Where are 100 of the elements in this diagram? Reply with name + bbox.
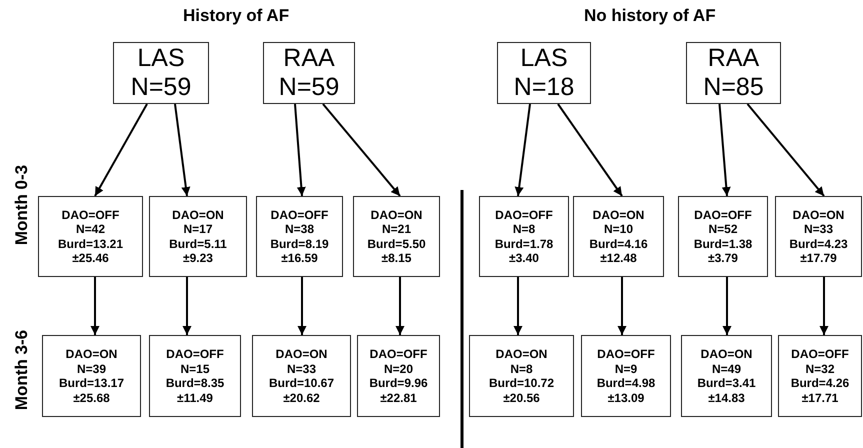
node-text: ±17.71 bbox=[802, 390, 838, 405]
node-text: Burd=10.67 bbox=[268, 376, 334, 390]
node-text: Burd=8.19 bbox=[270, 236, 329, 251]
node-text: DAO=ON bbox=[592, 208, 644, 222]
node-text: N=42 bbox=[76, 222, 106, 236]
node-text: DAO=ON bbox=[370, 208, 422, 222]
subgroup-box bbox=[469, 335, 574, 417]
node-text: DAO=OFF bbox=[270, 208, 328, 222]
arrow bbox=[396, 277, 404, 335]
subgroup-box bbox=[778, 335, 862, 417]
subgroup-box bbox=[353, 196, 440, 277]
node-text: N=59 bbox=[130, 73, 192, 102]
node-text: ±20.62 bbox=[283, 390, 320, 405]
arrow bbox=[722, 277, 732, 335]
node-text: LAS bbox=[520, 44, 568, 73]
arrow bbox=[182, 277, 192, 335]
node-text: DAO=OFF bbox=[597, 347, 655, 362]
node-text: ±20.56 bbox=[503, 390, 540, 405]
node-text: ±8.15 bbox=[382, 251, 412, 266]
node-text: ±17.79 bbox=[800, 251, 837, 266]
subgroup-box bbox=[256, 196, 343, 277]
node-text: Burd=13.21 bbox=[58, 236, 124, 251]
node-text: N=32 bbox=[805, 362, 835, 376]
arrow bbox=[322, 103, 401, 197]
node-text: Burd=4.23 bbox=[789, 236, 848, 251]
node-text: N=17 bbox=[183, 222, 213, 236]
column-heading: History of AF bbox=[183, 6, 290, 26]
node-text: N=85 bbox=[703, 73, 764, 102]
node-text: DAO=ON bbox=[792, 208, 844, 222]
arrow bbox=[618, 277, 626, 335]
node-text: ±14.83 bbox=[708, 390, 745, 405]
group-box bbox=[263, 42, 355, 104]
node-text: Burd=4.98 bbox=[596, 376, 656, 390]
node-text: RAA bbox=[708, 44, 760, 73]
group-box bbox=[113, 42, 209, 104]
node-text: N=9 bbox=[614, 362, 638, 376]
subgroup-box bbox=[38, 196, 143, 277]
node-text: Burd=5.11 bbox=[169, 236, 227, 251]
arrow bbox=[557, 103, 623, 197]
arrow bbox=[514, 277, 522, 335]
arrow bbox=[294, 104, 306, 196]
node-text: RAA bbox=[283, 44, 335, 73]
arrow bbox=[298, 277, 306, 335]
node-text: ±9.23 bbox=[183, 251, 213, 266]
node-text: Burd=5.50 bbox=[367, 236, 426, 251]
node-text: ±16.59 bbox=[281, 251, 318, 266]
node-text: Burd=1.78 bbox=[494, 236, 554, 251]
subgroup-box bbox=[678, 196, 768, 277]
subgroup-box bbox=[149, 196, 247, 277]
node-text: N=8 bbox=[510, 362, 533, 376]
row-label: Month 3-6 bbox=[12, 330, 32, 410]
node-text: DAO=OFF bbox=[166, 347, 224, 362]
node-text: Burd=4.16 bbox=[589, 236, 648, 251]
arrow bbox=[94, 104, 148, 196]
arrow bbox=[174, 104, 190, 196]
node-text: N=33 bbox=[286, 362, 316, 376]
subgroup-box bbox=[42, 335, 141, 417]
group-box bbox=[686, 42, 781, 104]
node-text: ±3.79 bbox=[708, 251, 738, 266]
node-text: N=49 bbox=[712, 362, 742, 376]
node-text: N=38 bbox=[284, 222, 314, 236]
column-heading: No history of AF bbox=[584, 6, 716, 26]
node-text: Burd=1.38 bbox=[694, 236, 752, 251]
subgroup-box bbox=[573, 196, 664, 277]
subgroup-box bbox=[252, 335, 351, 417]
node-text: DAO=ON bbox=[700, 347, 752, 362]
node-text: N=8 bbox=[512, 222, 536, 236]
arrow bbox=[718, 104, 731, 196]
subgroup-box bbox=[681, 335, 772, 417]
node-text: Burd=8.35 bbox=[166, 376, 224, 390]
node-text: ±11.49 bbox=[177, 390, 213, 405]
node-text: ±22.81 bbox=[380, 390, 417, 405]
node-text: Burd=4.26 bbox=[790, 376, 850, 390]
node-text: ±13.09 bbox=[608, 390, 644, 405]
node-text: DAO=OFF bbox=[694, 208, 752, 222]
node-text: N=21 bbox=[382, 222, 412, 236]
node-text: DAO=OFF bbox=[62, 208, 120, 222]
node-text: ±3.40 bbox=[509, 251, 539, 266]
node-text: DAO=ON bbox=[276, 347, 328, 362]
node-text: N=10 bbox=[604, 222, 634, 236]
node-text: DAO=ON bbox=[66, 347, 118, 362]
node-text: Burd=13.17 bbox=[58, 376, 124, 390]
subgroup-box bbox=[479, 196, 569, 277]
node-text: N=20 bbox=[384, 362, 414, 376]
row-label: Month 0-3 bbox=[12, 164, 32, 246]
node-text: DAO=OFF bbox=[370, 347, 428, 362]
arrow bbox=[514, 104, 531, 196]
node-text: Burd=3.41 bbox=[697, 376, 756, 390]
node-text: N=39 bbox=[76, 362, 106, 376]
arrow bbox=[746, 103, 825, 197]
node-text: N=33 bbox=[804, 222, 834, 236]
node-text: DAO=ON bbox=[172, 208, 224, 222]
node-text: LAS bbox=[137, 44, 185, 73]
node-text: Burd=9.96 bbox=[369, 376, 428, 390]
subgroup-box bbox=[357, 335, 440, 417]
subgroup-box bbox=[775, 196, 862, 277]
node-text: DAO=OFF bbox=[791, 347, 849, 362]
subgroup-box bbox=[581, 335, 671, 417]
arrow bbox=[90, 277, 100, 335]
node-text: N=52 bbox=[708, 222, 738, 236]
